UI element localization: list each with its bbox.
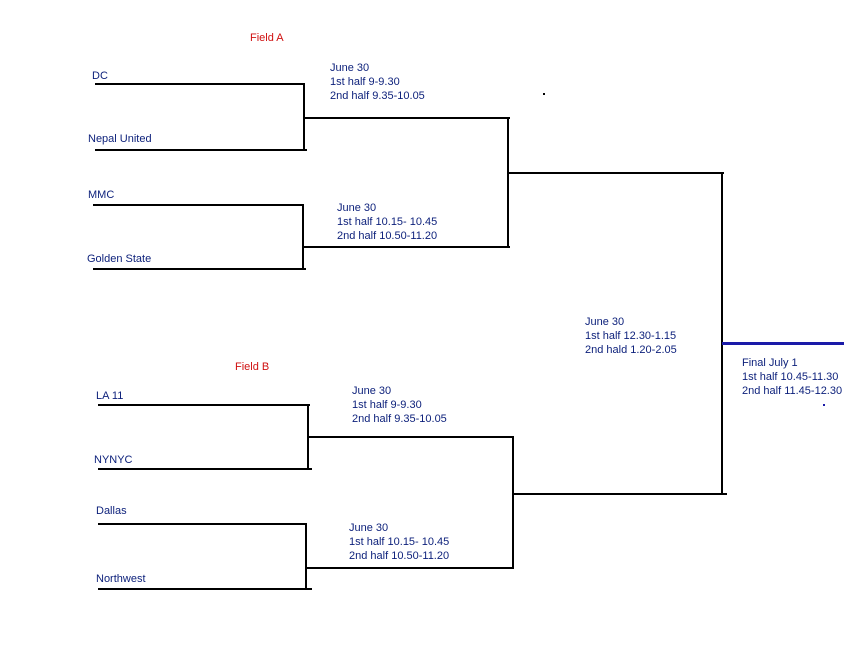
bracket-line-la-11	[98, 404, 310, 406]
game-2-first-half: 1st half 10.15- 10.45	[337, 216, 438, 228]
team-dc: DC	[92, 70, 108, 82]
semifinal-first-half: 1st half 12.30-1.15	[585, 330, 677, 342]
bracket-line-champion	[722, 342, 844, 345]
bracket-line-mmc	[93, 204, 304, 206]
bracket-line-northwest	[98, 588, 312, 590]
bracket-line-golden-state	[93, 268, 306, 270]
game-4-second-half: 2nd half 10.50-11.20	[349, 550, 450, 562]
stray-dot-1	[543, 93, 545, 95]
bracket-line-dc	[95, 83, 305, 85]
final-schedule: Final July 1 1st half 10.45-11.30 2nd ha…	[742, 356, 842, 398]
team-dallas: Dallas	[96, 505, 127, 517]
stray-dot-2	[823, 404, 825, 406]
bracket-connector-game-2	[302, 204, 304, 270]
bracket-line-semifinal-b-winner	[512, 493, 727, 495]
semifinal-schedule: June 30 1st half 12.30-1.15 2nd hald 1.2…	[585, 315, 677, 357]
game-1-schedule: June 30 1st half 9-9.30 2nd half 9.35-10…	[330, 61, 425, 103]
game-1-second-half: 2nd half 9.35-10.05	[330, 90, 425, 102]
game-2-schedule: June 30 1st half 10.15- 10.45 2nd half 1…	[337, 201, 437, 243]
team-la-11: LA 11	[96, 390, 124, 402]
bracket-line-nynyc	[98, 468, 312, 470]
game-2-date: June 30	[337, 202, 377, 214]
final-first-half: 1st half 10.45-11.30	[742, 371, 839, 383]
bracket-line-winner-game-1	[303, 117, 510, 119]
team-nepal-united: Nepal United	[88, 133, 152, 145]
game-3-schedule: June 30 1st half 9-9.30 2nd half 9.35-10…	[352, 384, 447, 426]
final-second-half: 2nd half 11.45-12.30	[742, 385, 843, 397]
game-1-date: June 30	[330, 62, 370, 74]
bracket-line-winner-game-3	[307, 436, 514, 438]
game-3-date: June 30	[352, 385, 392, 397]
bracket-connector-final	[721, 172, 723, 495]
field-a-label: Field A	[250, 32, 284, 44]
team-northwest: Northwest	[96, 573, 146, 585]
game-2-second-half: 2nd half 10.50-11.20	[337, 230, 438, 242]
semifinal-date: June 30	[585, 316, 625, 328]
bracket-line-semifinal-a-winner	[507, 172, 724, 174]
game-4-first-half: 1st half 10.15- 10.45	[349, 536, 450, 548]
bracket-connector-semifinal-b	[512, 436, 514, 569]
bracket-line-winner-game-4	[305, 567, 514, 569]
team-golden-state: Golden State	[87, 253, 152, 265]
semifinal-second-half: 2nd hald 1.20-2.05	[585, 344, 677, 356]
team-mmc: MMC	[88, 189, 115, 201]
game-4-date: June 30	[349, 522, 389, 534]
bracket-connector-semifinal-a	[507, 117, 509, 248]
final-date: Final July 1	[742, 357, 798, 369]
bracket-connector-game-4	[305, 523, 307, 590]
game-4-schedule: June 30 1st half 10.15- 10.45 2nd half 1…	[349, 521, 449, 563]
game-3-second-half: 2nd half 9.35-10.05	[352, 413, 447, 425]
bracket-line-winner-game-2	[302, 246, 510, 248]
game-1-first-half: 1st half 9-9.30	[330, 76, 400, 88]
bracket-line-dallas	[98, 523, 307, 525]
bracket-line-nepal-united	[95, 149, 307, 151]
field-b-label: Field B	[235, 361, 270, 373]
team-nynyc: NYNYC	[94, 454, 133, 466]
game-3-first-half: 1st half 9-9.30	[352, 399, 422, 411]
